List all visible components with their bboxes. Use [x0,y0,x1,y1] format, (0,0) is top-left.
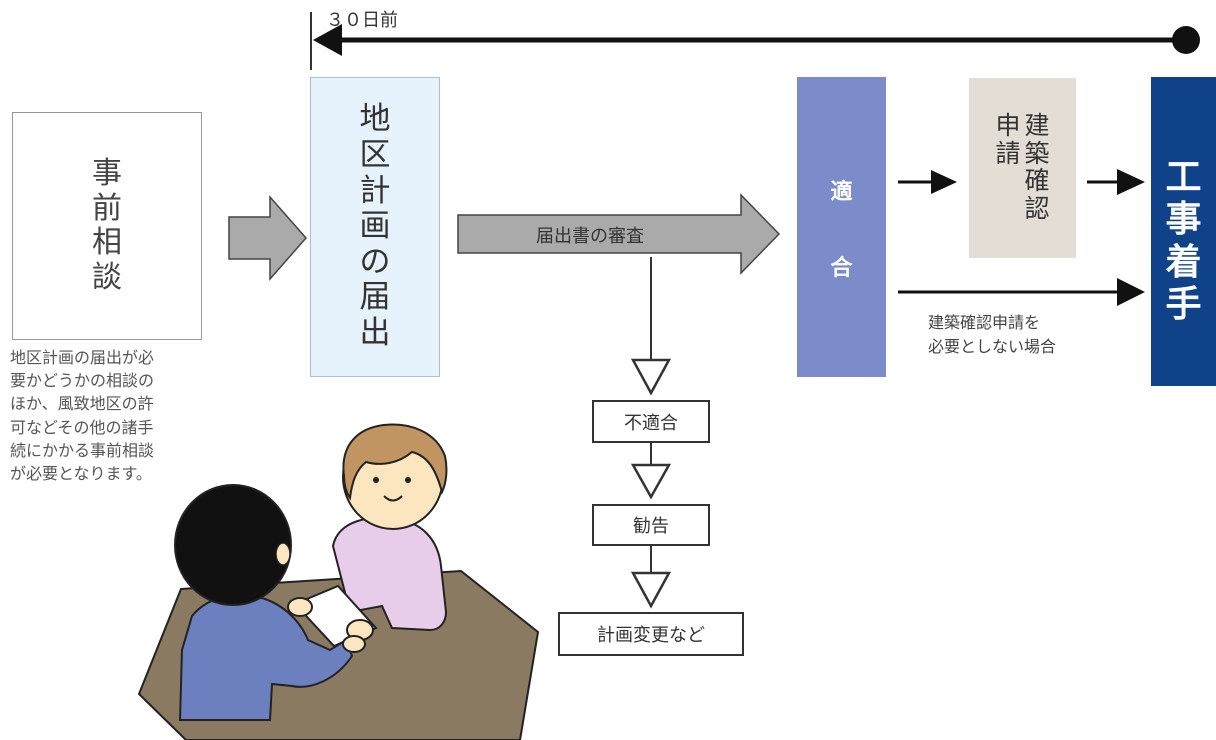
bypass-label: 建築確認申請を 必要としない場合 [928,311,1056,359]
bypass-label-line: 必要としない場合 [928,337,1057,356]
woman-body-illustration [331,516,448,632]
consultation-illustration [137,423,540,740]
arrow-conform-to-confirm-head [931,170,957,194]
building-confirmation-char: 認 [1024,193,1050,223]
building-confirmation-char: 建 [1024,111,1050,140]
arrow-to-nonconform-head [630,358,672,396]
notification-char: 出 [359,315,391,352]
consultation-note-line: が必要となります。 [10,463,152,483]
consultation-note-line: 地区計画の届出が必 [10,348,155,367]
building-confirmation-char: 確 [1024,166,1050,195]
notification-char: 計 [359,172,391,209]
notification-char: の [359,243,391,280]
building-confirmation-char: 築 [1024,138,1050,168]
timeline-label: ３０日前 [326,10,398,31]
arrow-to-recommend-head [630,463,672,500]
conform-char: 合 [830,256,853,282]
man-hand-illustration [287,597,313,617]
timeline-start-dot [1172,26,1200,54]
building-confirmation-char: 請 [995,138,1021,168]
review-label: 届出書の審査 [536,226,644,247]
notification-char: 画 [359,208,391,245]
consultation-box: 事 前 相 談 [12,112,202,340]
consultation-note-line: 要かどうかの相談の [10,371,155,391]
consultation-char: 前 [92,190,122,226]
plan-change-box: 計画変更など [558,612,744,656]
man-hand2-illustration [342,635,366,653]
building-confirmation-col2: 申 請 [995,112,1020,167]
construction-start-char: 着 [1165,241,1202,283]
conform-box: 適 合 [797,77,886,377]
consultation-note-line: 可などその他の諸手 [10,417,154,437]
consultation-note-line: 続にかかる事前相談 [10,440,155,460]
woman-mouth [383,495,403,502]
timeline-arrowhead [313,24,342,56]
construction-start-box: 工 事 着 手 [1151,77,1216,386]
consultation-char: 事 [92,156,122,191]
construction-start-char: 事 [1165,199,1202,241]
nonconform-box: 不適合 [592,400,710,443]
notification-char: 地 [359,101,391,138]
building-confirmation-box: 建 築 確 認 申 請 [969,78,1076,258]
arrow-consult-to-notify [228,195,307,281]
notification-char: 届 [359,279,391,316]
arrow-confirm-to-start-head [1117,169,1145,195]
notification-box: 地 区 計 画 の 届 出 [310,77,440,377]
arrow-review [457,193,781,275]
woman-eye-right [405,477,411,483]
construction-start-char: 手 [1165,284,1202,326]
building-confirmation-char: 申 [995,111,1021,140]
arrow-to-change-head [630,571,672,609]
man-head-illustration [174,484,292,606]
woman-eye-left [373,477,379,483]
consultation-note-line: ほか、風致地区の許 [10,394,154,414]
arrow-bypass-head [1117,278,1145,306]
consultation-char: 談 [92,259,122,295]
conform-char: 適 [830,180,853,206]
construction-start-char: 工 [1165,157,1202,198]
consultation-note: 地区計画の届出が必 要かどうかの相談の ほか、風致地区の許 可などその他の諸手 … [10,346,220,485]
woman-hair-illustration [342,423,448,501]
recommendation-box: 勧告 [592,504,710,546]
man-ear-illustration [275,542,291,566]
consultation-char: 相 [92,225,122,260]
bypass-label-line: 建築確認申請を [928,313,1041,332]
building-confirmation-col1: 建 築 確 認 [1025,112,1050,222]
notification-char: 区 [359,136,391,173]
